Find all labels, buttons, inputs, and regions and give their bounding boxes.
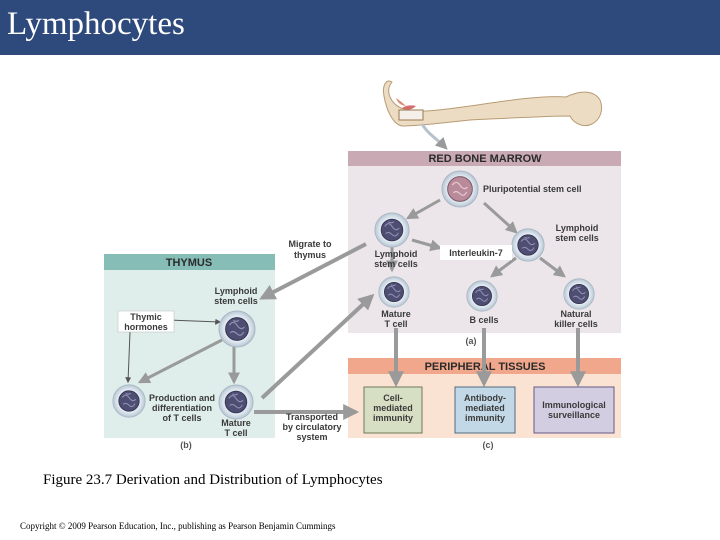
arrow-stem-to-lymphoid-right [482, 201, 518, 234]
transported-line1: Transported [286, 412, 338, 422]
thymic-hormones-box [117, 310, 175, 333]
thymus-label: THYMUS [166, 257, 212, 269]
transported-line3: system [296, 432, 327, 442]
red-bone-marrow-label: RED BONE MARROW [428, 153, 542, 165]
label-a: (a) [466, 336, 477, 346]
mature-t-cell-marrow-line1: Mature [381, 309, 411, 319]
red-bone-marrow-header [348, 151, 621, 166]
arrow-lymphoid-right-to-b [490, 256, 517, 278]
antibody-mediated-line1: Antibody- [464, 393, 506, 403]
b-cells-label: B cells [469, 315, 498, 325]
figure-caption: Figure 23.7 Derivation and Distribution … [43, 472, 383, 488]
migrate-to-thymus-line1: Migrate to [288, 239, 332, 249]
label-b: (b) [180, 440, 192, 450]
natural-killer-cells-line1: Natural [560, 309, 591, 319]
lymphoid-stem-cell-right-icon [511, 228, 545, 262]
surveillance-line2: surveillance [548, 410, 600, 420]
surveillance-line1: Immunological [542, 400, 606, 410]
copyright-notice: Copyright © 2009 Pearson Education, Inc.… [20, 521, 336, 531]
arrow-lymphoid-left-to-interleukin [411, 238, 443, 252]
production-line2: differentiation [152, 403, 212, 413]
natural-killer-cells-line2: killer cells [554, 319, 598, 329]
arrow-thymic-hormones-down [125, 331, 132, 384]
mature-t-cell-marrow-line2: T cell [384, 319, 407, 329]
production-line3: of T cells [162, 413, 201, 423]
antibody-mediated-immunity-box [454, 386, 516, 434]
mature-t-cell-thymus-line1: Mature [221, 418, 251, 428]
label-c: (c) [483, 440, 494, 450]
mature-t-cell-marrow-icon [378, 276, 410, 308]
pluripotential-stem-cell-icon [441, 170, 479, 208]
arrow-thymus-to-production [137, 338, 223, 384]
interleukin-box [440, 245, 512, 260]
lymphoid-stem-cells-left-line2: stem cells [374, 259, 418, 269]
antibody-mediated-line3: immunity [465, 413, 505, 423]
lymphoid-stem-cell-thymus-icon [218, 310, 256, 348]
migrate-to-thymus-line2: thymus [294, 250, 326, 260]
immunological-surveillance-box [533, 386, 615, 434]
cell-mediated-line3: immunity [373, 413, 413, 423]
lymphoid-stem-cells-left-line1: Lymphoid [375, 249, 418, 259]
title-bar: Lymphocytes [0, 0, 720, 55]
cell-mediated-immunity-box [363, 386, 423, 434]
lymphoid-stem-cells-thymus-line1: Lymphoid [215, 286, 258, 296]
thymic-hormones-line1: Thymic [130, 312, 162, 322]
natural-killer-cell-icon [563, 278, 595, 310]
thymic-hormones-line2: hormones [124, 322, 168, 332]
b-cell-icon [466, 280, 498, 312]
transported-line2: by circulatory [282, 422, 341, 432]
lymphoid-stem-cell-left-icon [374, 212, 410, 248]
lymphoid-stem-cells-right-line2: stem cells [555, 233, 599, 243]
lymphoid-stem-cells-right-line1: Lymphoid [556, 223, 599, 233]
mature-t-cell-thymus-icon [218, 384, 254, 420]
arrow-thymic-hormones [167, 318, 222, 325]
cell-mediated-line1: Cell- [383, 393, 403, 403]
arrow-transported-up [260, 293, 375, 400]
lymphoid-stem-cells-thymus-line2: stem cells [214, 296, 258, 306]
arrow-migrate-to-thymus [259, 242, 367, 300]
mature-t-cell-thymus-line2: T cell [224, 428, 247, 438]
thymus-header [104, 254, 275, 270]
arrow-stem-to-lymphoid-left [405, 198, 441, 220]
femur-bone-icon [383, 80, 603, 127]
interleukin-label: Interleukin-7 [449, 248, 503, 258]
bone-pointer-arrow [420, 123, 448, 150]
antibody-mediated-line2: mediated [465, 403, 505, 413]
production-line1: Production and [149, 393, 215, 403]
cell-mediated-line2: mediated [373, 403, 413, 413]
production-cell-icon [112, 384, 146, 418]
slide-title: Lymphocytes [7, 6, 185, 42]
arrow-lymphoid-right-to-nk [539, 256, 566, 278]
pluripotential-stem-cell-label: Pluripotential stem cell [483, 184, 582, 194]
